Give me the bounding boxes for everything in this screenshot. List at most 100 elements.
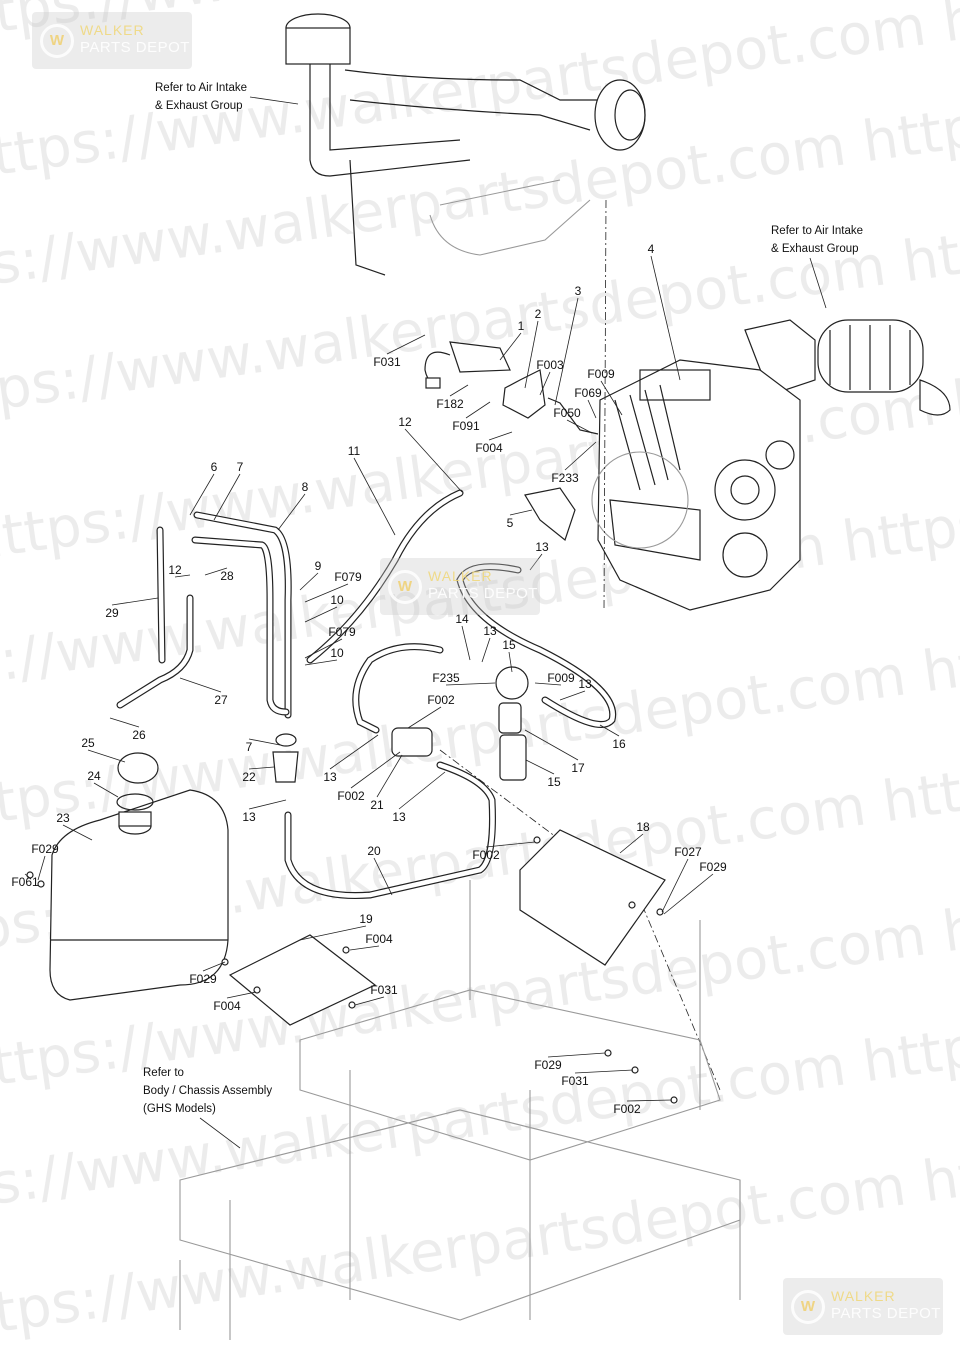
leader-line bbox=[650, 255, 681, 381]
callout-label: F233 bbox=[551, 471, 579, 485]
badge-line1: WALKER bbox=[428, 568, 493, 584]
leader-line bbox=[554, 297, 579, 406]
callout-label: F002 bbox=[337, 789, 365, 803]
callout-label: 12 bbox=[168, 563, 182, 577]
leader-line bbox=[445, 682, 496, 686]
leader-line bbox=[87, 749, 126, 763]
callout-label: 13 bbox=[392, 810, 406, 824]
callout-label: F091 bbox=[452, 419, 480, 433]
leader-line bbox=[485, 841, 536, 848]
callout-label: 7 bbox=[246, 740, 253, 754]
callout-label: F027 bbox=[674, 845, 702, 859]
walker-logo-icon: W bbox=[40, 24, 74, 58]
leader-line bbox=[304, 659, 338, 666]
callout-label: F002 bbox=[427, 693, 455, 707]
callout-label: F009 bbox=[587, 367, 615, 381]
callout-label: 24 bbox=[87, 769, 101, 783]
callout-label: 28 bbox=[220, 569, 234, 583]
air-intake-assembly bbox=[285, 13, 646, 276]
leader-line bbox=[559, 690, 586, 701]
leader-line bbox=[398, 771, 446, 810]
callout-label: 13 bbox=[323, 770, 337, 784]
walker-logo-icon: W bbox=[388, 570, 422, 604]
leader-line bbox=[386, 334, 426, 355]
leader-line bbox=[62, 824, 93, 841]
engine bbox=[591, 359, 801, 611]
center-line bbox=[603, 199, 607, 611]
callout-label: 3 bbox=[575, 284, 582, 298]
leader-line bbox=[626, 1099, 673, 1102]
callout-label: F003 bbox=[536, 358, 564, 372]
callout-label: F031 bbox=[561, 1074, 589, 1088]
leader-line bbox=[248, 738, 281, 746]
callout-label: F004 bbox=[475, 441, 503, 455]
leader-line bbox=[189, 473, 215, 516]
leader-line bbox=[461, 625, 471, 661]
note-air-intake-top-2: & Exhaust Group bbox=[155, 100, 243, 112]
note-air-intake-top-1: Refer to Air Intake bbox=[155, 82, 247, 94]
leader-line bbox=[93, 782, 119, 798]
callout-label: 17 bbox=[571, 761, 585, 775]
badge-line2: PARTS DEPOT bbox=[831, 1305, 941, 1322]
leader-line bbox=[529, 553, 543, 571]
callout-label: F061 bbox=[11, 875, 39, 889]
callout-label: 18 bbox=[636, 820, 650, 834]
callout-label: F031 bbox=[370, 983, 398, 997]
leader-line bbox=[179, 677, 222, 693]
callout-label: 8 bbox=[302, 480, 309, 494]
note-air-intake-right-1: Refer to Air Intake bbox=[771, 225, 863, 237]
leader-line bbox=[465, 401, 491, 419]
callout-label: 10 bbox=[330, 593, 344, 607]
walker-logo-icon: W bbox=[791, 1290, 825, 1324]
leader-line bbox=[277, 493, 306, 531]
callout-label: 20 bbox=[367, 844, 381, 858]
leader-line bbox=[248, 766, 275, 770]
callout-label: 4 bbox=[648, 242, 655, 256]
leader-line bbox=[564, 441, 597, 471]
leader-line bbox=[354, 996, 385, 1006]
leader-line bbox=[481, 637, 491, 663]
leader-line bbox=[226, 991, 257, 999]
callout-label: 27 bbox=[214, 693, 228, 707]
leader-line bbox=[524, 320, 539, 389]
callout-label: 1 bbox=[518, 319, 525, 333]
leader-line bbox=[524, 729, 579, 761]
callout-label: F002 bbox=[613, 1102, 641, 1116]
callout-label: 23 bbox=[56, 811, 70, 825]
callout-label: F029 bbox=[699, 860, 727, 874]
leader-line bbox=[449, 384, 469, 397]
leader-line bbox=[248, 799, 287, 810]
leader-line bbox=[599, 724, 620, 737]
badge-line1: WALKER bbox=[80, 22, 145, 38]
leader-line bbox=[174, 574, 191, 578]
callout-label: F029 bbox=[189, 972, 217, 986]
leader-line bbox=[539, 371, 551, 396]
fuel-tank bbox=[49, 752, 229, 1001]
leader-line bbox=[663, 873, 714, 915]
leader-line bbox=[204, 567, 228, 576]
chassis-frame bbox=[179, 880, 741, 1340]
leader-line bbox=[304, 638, 343, 659]
callout-label: 6 bbox=[211, 460, 218, 474]
leader-line bbox=[508, 651, 513, 673]
leader-line bbox=[373, 857, 393, 896]
leader-line bbox=[509, 509, 533, 516]
callout-label: F079 bbox=[334, 570, 362, 584]
leader-line bbox=[376, 754, 403, 798]
leader-line bbox=[547, 1052, 606, 1058]
fuel-pump-filters bbox=[272, 666, 529, 783]
leader-line bbox=[566, 419, 593, 434]
callout-label: 22 bbox=[242, 770, 256, 784]
callout-label: 11 bbox=[348, 444, 361, 458]
callout-label: 26 bbox=[132, 728, 146, 742]
badge-line1: WALKER bbox=[831, 1288, 896, 1304]
leader-line bbox=[349, 945, 380, 951]
callout-label: 13 bbox=[535, 540, 549, 554]
leader-line bbox=[488, 431, 513, 441]
leader-line bbox=[304, 606, 338, 623]
callout-label: 13 bbox=[242, 810, 256, 824]
leader-line bbox=[109, 717, 140, 728]
